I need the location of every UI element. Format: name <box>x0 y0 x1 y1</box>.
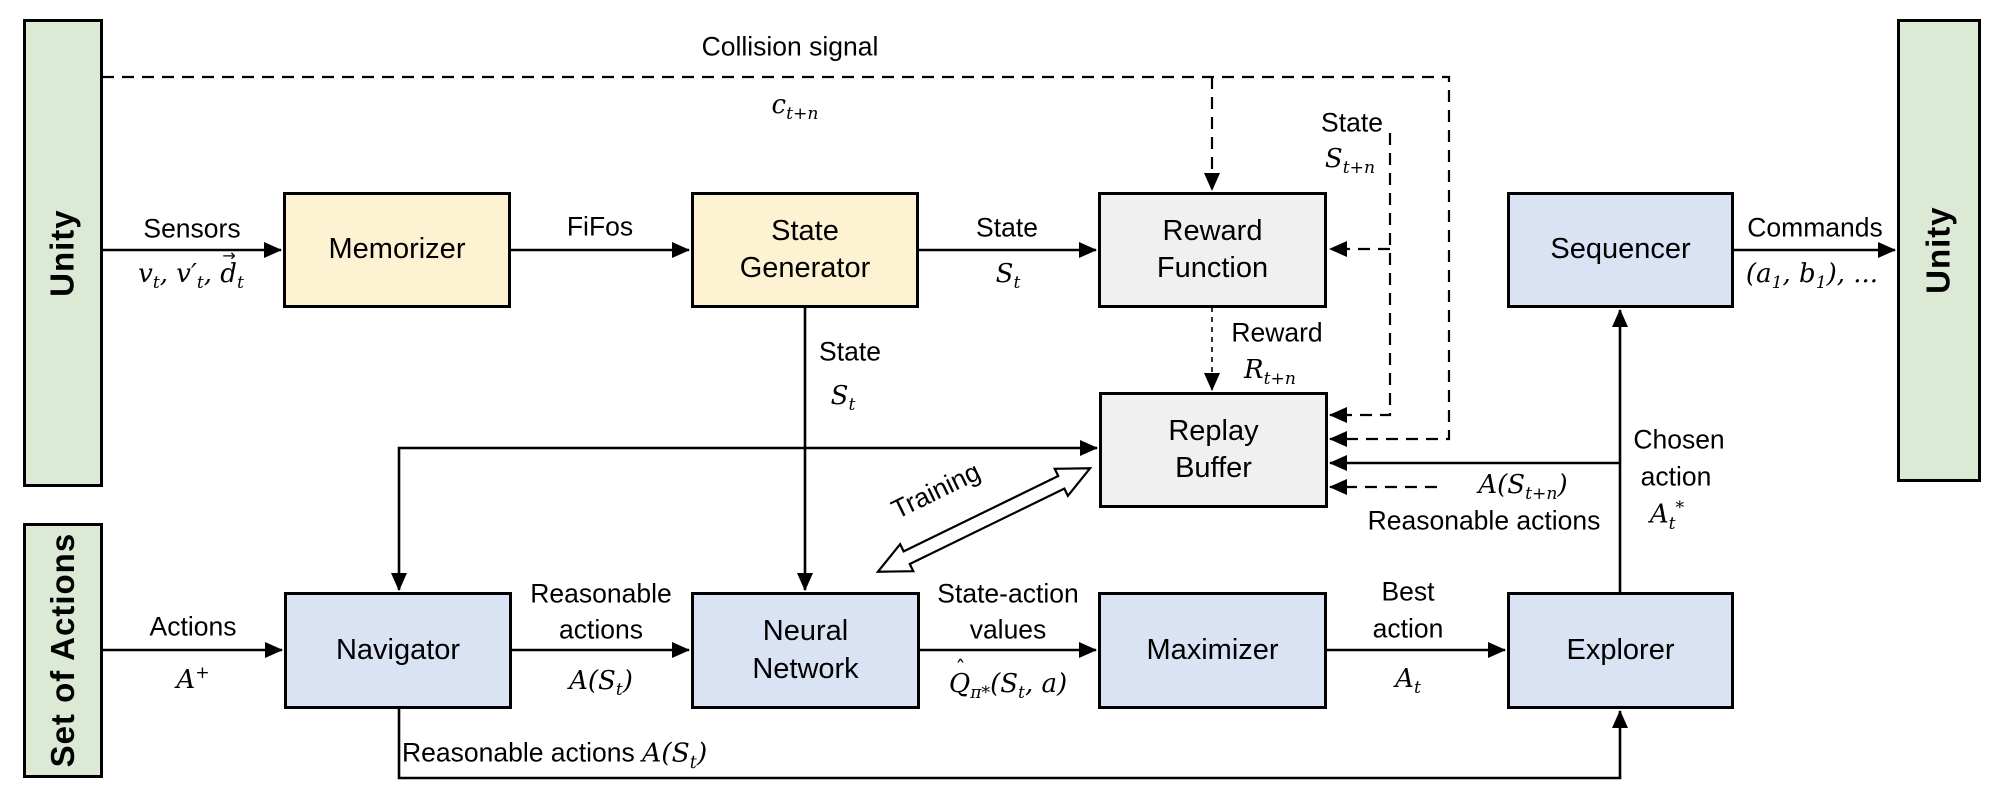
best-action-math: At <box>1395 663 1421 699</box>
reasonable-actions-next-label: Reasonable actions <box>1367 505 1601 536</box>
collision-signal-math: ct+n <box>771 89 819 125</box>
commands-label: Commands <box>1747 212 1883 243</box>
reasonable-actions-math: A(St) <box>569 665 633 701</box>
state-generator-label: State Generator <box>739 214 871 284</box>
reward-math: Rt+n <box>1244 354 1296 390</box>
feedback-label-text: Reasonable actions <box>402 737 643 768</box>
chosen-action-math: At* <box>1649 498 1685 534</box>
neural-network-box: Neural Network <box>691 592 920 709</box>
unity-right-label: Unity <box>1919 206 1957 295</box>
actions-label: Actions <box>149 611 237 642</box>
reward-function-box: Reward Function <box>1098 192 1327 308</box>
chosen-action-label-2: action <box>1640 461 1712 492</box>
sensors-label: Sensors <box>143 213 241 244</box>
reward-function-label: Reward Function <box>1156 214 1269 284</box>
state-next-label: State <box>1321 107 1383 138</box>
state-to-reward-label: State <box>976 212 1038 243</box>
navigator-label: Navigator <box>335 633 461 666</box>
arrow-state-to-navigator <box>391 446 805 591</box>
training-double-arrow <box>875 467 1093 573</box>
maximizer-label: Maximizer <box>1146 633 1279 666</box>
neural-network-label: Neural Network <box>752 615 859 685</box>
navigator-box: Navigator <box>284 592 512 709</box>
maximizer-box: Maximizer <box>1098 592 1327 709</box>
arrow-feedback-to-explorer <box>397 708 1628 780</box>
collision-signal-label: Collision signal <box>701 31 879 62</box>
fifos-label: FiFos <box>566 211 634 242</box>
set-of-actions-box: Set of Actions <box>23 523 103 778</box>
sensors-math: vt, v′t, →dt <box>138 246 244 294</box>
unity-left-label: Unity <box>43 209 81 297</box>
chosen-action-label-1: Chosen <box>1633 424 1725 455</box>
memorizer-box: Memorizer <box>283 192 511 308</box>
feedback-label: Reasonable actions A(St) <box>402 737 708 774</box>
feedback-label-math: A(St) <box>642 737 708 774</box>
replay-buffer-label: Replay Buffer <box>1168 414 1259 484</box>
state-next-math: St+n <box>1324 143 1376 179</box>
reward-label: Reward <box>1231 317 1323 348</box>
explorer-box: Explorer <box>1507 592 1734 709</box>
state-to-network-label: State <box>819 336 881 367</box>
dashed-collision-signal <box>102 75 1451 447</box>
sequencer-label: Sequencer <box>1550 233 1691 266</box>
sequencer-box: Sequencer <box>1507 192 1734 308</box>
dashed-state-next-to-replay-buffer <box>1329 133 1392 423</box>
state-generator-box: State Generator <box>691 192 919 308</box>
reasonable-actions-label-1: Reasonable <box>530 578 672 609</box>
explorer-label: Explorer <box>1566 633 1675 666</box>
actions-math: A+ <box>176 663 210 695</box>
memorizer-label: Memorizer <box>328 233 466 266</box>
replay-buffer-box: Replay Buffer <box>1099 392 1328 508</box>
reasonable-actions-next-math: A(St+n) <box>1478 469 1568 505</box>
state-action-values-label-2: values <box>969 614 1047 645</box>
unity-left-box: Unity <box>23 19 103 487</box>
best-action-label-2: action <box>1372 613 1444 644</box>
unity-right-box: Unity <box>1897 19 1981 482</box>
state-action-values-label-1: State-action <box>937 578 1079 609</box>
set-of-actions-label: Set of Actions <box>43 533 81 768</box>
state-to-reward-math: St <box>995 258 1021 294</box>
best-action-label-1: Best <box>1381 576 1435 607</box>
commands-math: (a1, b1), ... <box>1745 258 1879 294</box>
reasonable-actions-label-2: actions <box>559 614 643 645</box>
state-to-network-math: St <box>830 380 856 416</box>
